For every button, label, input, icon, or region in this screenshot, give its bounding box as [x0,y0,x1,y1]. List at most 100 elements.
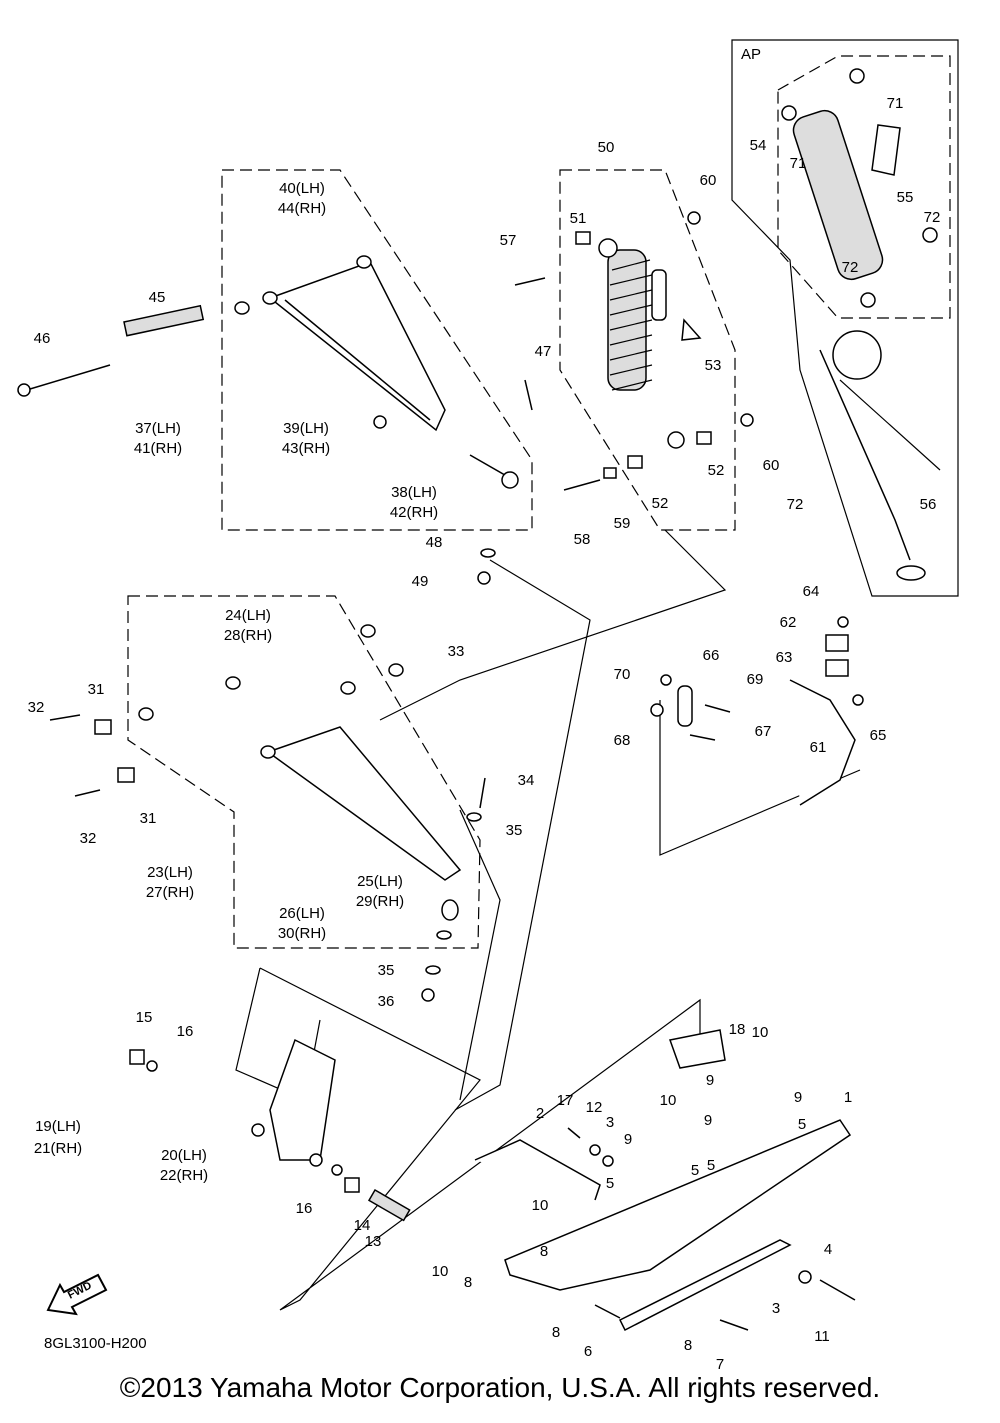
ski-1 [504,1119,852,1291]
collar-14 [344,1177,360,1193]
callout-label-27rh: 27(RH) [146,884,194,901]
connector-upper-lower [454,559,591,1111]
callout-label-71: 71 [887,95,904,112]
callout-label-9: 9 [794,1089,802,1106]
callout-label-3: 3 [606,1114,614,1131]
bolt-32a [49,714,81,721]
bolt-6 [594,1304,621,1319]
callout-label-6: 6 [584,1343,592,1360]
collar-59 [603,467,617,479]
collar-52a [696,431,712,445]
callout-label-14: 14 [354,1217,371,1234]
callout-label-57: 57 [500,232,517,249]
callout-label-29rh: 29(RH) [356,893,404,910]
bolt-69 [704,704,731,713]
nut-60a [687,211,701,225]
callout-label-9: 9 [624,1131,632,1148]
bolt-46-head [17,383,31,397]
callout-label-54: 54 [750,137,767,154]
collar-31b [117,767,135,783]
callout-label-64: 64 [803,583,820,600]
lower-bushing-a [260,745,276,759]
spindle-19 [269,1038,336,1161]
bolt-46 [19,364,111,393]
bolt-58 [563,479,601,491]
shaft-13 [367,1188,411,1222]
clip-53 [681,318,702,341]
callout-label-8: 8 [684,1337,692,1354]
bolt-11 [819,1279,856,1301]
callout-label-5: 5 [691,1162,699,1179]
bolt-32b [74,789,101,797]
copyright-text: ©2013 Yamaha Motor Corporation, U.S.A. A… [119,1372,881,1403]
bracket-62 [825,634,849,652]
pump-gauge-56 [832,330,882,380]
callout-label-35: 35 [506,822,523,839]
bolt-57 [514,277,546,286]
bolt-34 [479,777,486,809]
callout-label-65: 65 [870,727,887,744]
bushing-24b [225,676,241,690]
bushing-72a [922,227,938,243]
callout-label-24lh: 24(LH) [225,607,271,624]
bushing-24a [138,707,154,721]
callout-label-72: 72 [787,496,804,513]
callout-label-9: 9 [706,1072,714,1089]
handle-2 [474,1139,601,1201]
washer-16b [331,1164,343,1176]
callout-label-8: 8 [464,1274,472,1291]
callout-label-36: 36 [378,993,395,1010]
callout-label-33: 33 [448,643,465,660]
bushing-a [262,291,278,305]
connector-shock-arm [379,529,727,721]
callout-label-31: 31 [88,681,105,698]
callout-label-35: 35 [378,962,395,979]
bushing-24c [340,681,356,695]
bolt-67 [689,734,716,741]
nut-36 [421,988,435,1002]
callout-label-5: 5 [606,1175,614,1192]
washer-48 [480,548,496,558]
callout-label-10: 10 [432,1263,449,1280]
callout-label-30rh: 30(RH) [278,925,326,942]
ball-joint-38-end [501,471,519,489]
callout-label-21rh: 21(RH) [34,1140,82,1157]
pump-hose-56 [839,379,941,471]
callout-label-9: 9 [704,1112,712,1129]
link-66 [677,685,693,727]
callout-label-40lh: 40(LH) [279,180,325,197]
callout-label-48: 48 [426,534,443,551]
connector-stabilizer [659,700,861,856]
shock-reservoir [651,269,667,321]
stopper-18 [669,1029,726,1069]
upper-a-arm [268,261,446,432]
ball-joint-25 [441,899,459,921]
callout-label-10: 10 [752,1024,769,1041]
pump-handle-56 [896,565,926,581]
callout-label-16: 16 [177,1023,194,1040]
bushing-40 [234,301,250,315]
bolt-7 [719,1319,749,1331]
callout-label-11: 11 [814,1328,830,1345]
callout-label-42rh: 42(RH) [390,504,438,521]
ap-shock-body [792,109,884,281]
bushing-71b [781,105,797,121]
callout-label-49: 49 [412,573,429,590]
callout-label-32: 32 [80,830,97,847]
callout-label-32: 32 [28,699,45,716]
sleeve-55 [871,124,901,176]
ball-joint-38 [469,454,511,479]
collar-31a [94,719,112,735]
callout-label-31: 31 [140,810,157,827]
callout-label-8: 8 [540,1243,548,1260]
callout-label-47: 47 [535,343,552,360]
callout-label-45: 45 [149,289,166,306]
callout-label-18: 18 [729,1021,746,1038]
bushing-20b [309,1153,323,1167]
callout-label-5: 5 [798,1116,806,1133]
callout-label-58: 58 [574,531,591,548]
callout-label-72: 72 [842,259,859,276]
callout-label-15: 15 [136,1009,153,1026]
